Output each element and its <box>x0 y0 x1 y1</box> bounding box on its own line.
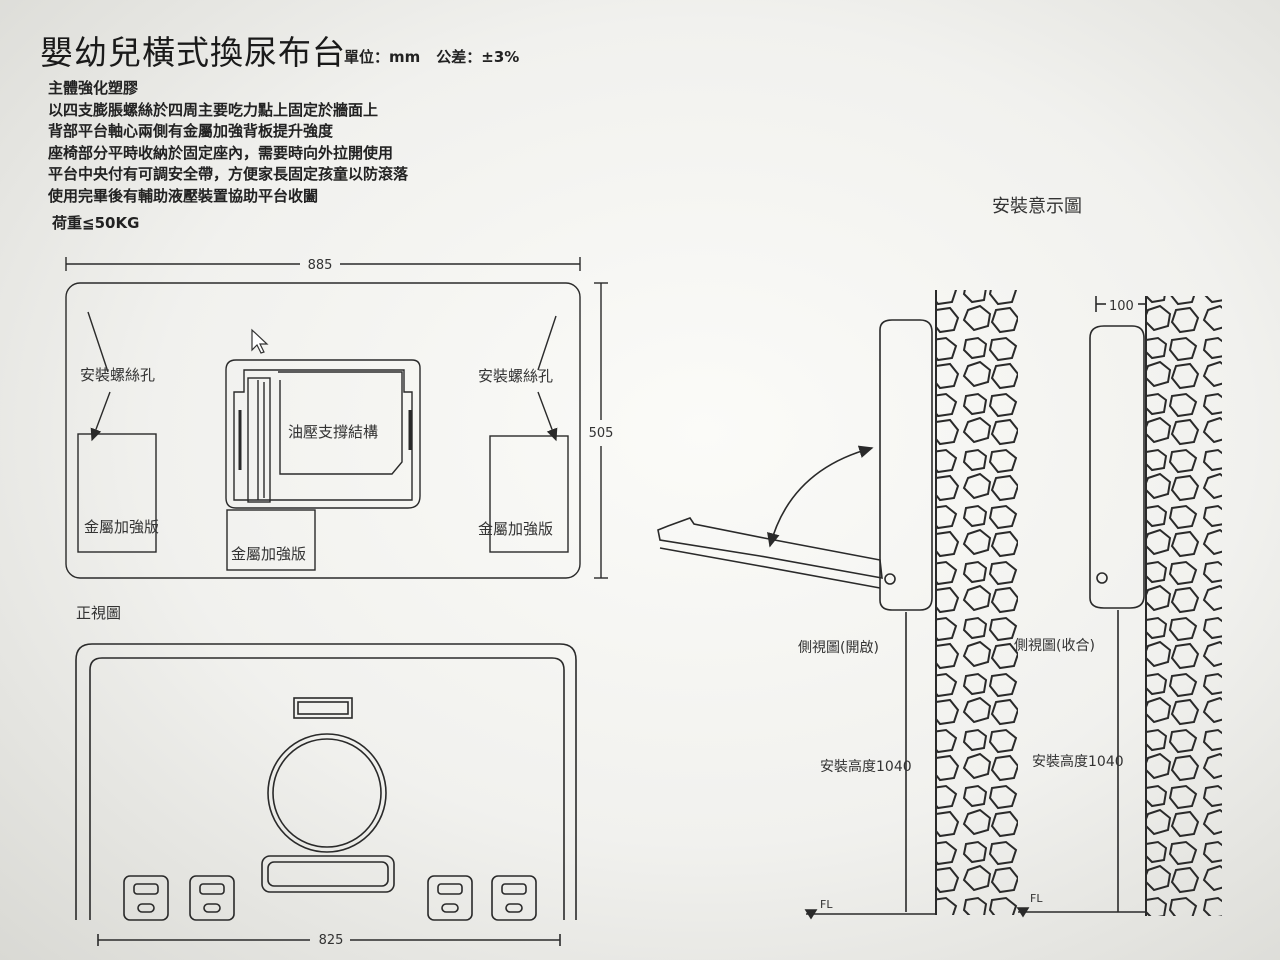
leader-line <box>90 391 111 442</box>
cabinet-body-open <box>879 319 933 611</box>
plate-label-left: 金屬加強版 <box>84 518 159 536</box>
wall-stone-texture-closed <box>1146 296 1222 916</box>
depth-dimension-100: 100 <box>1109 299 1134 314</box>
side-view-closed <box>1016 296 1222 918</box>
swing-arc-return <box>857 445 874 458</box>
front-outer-outline <box>75 643 577 920</box>
hydraulic-piston <box>247 377 271 503</box>
back-view-labels: 885 505 安裝螺絲孔 安裝螺絲孔 油壓支撐結構 金屬加強版 金屬加強版 金… <box>76 258 613 622</box>
hydraulic-inner <box>233 369 413 501</box>
front-view <box>75 643 577 946</box>
front-slot-inner <box>267 861 389 887</box>
spec-line: 平台中央付有可調安全帶，方便家長固定孩童以防滾落 <box>48 165 409 183</box>
leader-line <box>537 315 557 371</box>
front-slot <box>261 855 395 893</box>
width-dimension-885: 885 <box>308 258 333 273</box>
spec-line: 座椅部分平時收納於固定座內，需要時向外拉開使用 <box>48 143 394 162</box>
pivot-point <box>884 573 896 585</box>
spec-line: 使用完畢後有輔助液壓裝置協助平台收闔 <box>48 186 319 205</box>
metal-plate-right <box>489 435 569 553</box>
drawing-title: 嬰幼兒橫式換尿布台 <box>40 33 346 72</box>
hydraulic-housing <box>225 359 421 509</box>
floor-label-closed: FL <box>1030 892 1043 905</box>
platform-lower-edge <box>659 547 881 589</box>
pivot-point <box>1096 572 1108 584</box>
spec-line: 以四支膨脹螺絲於四周主要吃力點上固定於牆面上 <box>48 100 379 119</box>
buckle <box>427 875 473 921</box>
front-handle <box>293 697 353 719</box>
side-view-open <box>657 290 1018 920</box>
spec-list: 主體強化塑膠 以四支膨脹螺絲於四周主要吃力點上固定於牆面上 背部平台軸心兩側有金… <box>48 78 408 207</box>
platform-open <box>657 517 883 579</box>
floor-mark <box>804 909 818 920</box>
height-dimension-505: 505 <box>589 426 614 441</box>
tolerance-label: 公差：±3% <box>436 48 520 66</box>
floor-label-open: FL <box>820 898 833 911</box>
buckle <box>123 875 169 921</box>
mouse-cursor-icon <box>251 328 269 354</box>
front-inner-outline <box>89 657 565 920</box>
buckle <box>491 875 537 921</box>
load-rating: 荷重≦50KG <box>52 214 140 232</box>
install-labels: 安裝意示圖 100 側視圖(開啟) 側視圖(收合) 安裝高度1040 安裝高度1… <box>798 196 1134 911</box>
back-panel-outline <box>65 282 581 579</box>
side-view-open-label: 側視圖(開啟) <box>798 640 879 656</box>
unit-label: 單位：mm <box>344 48 421 66</box>
spec-line: 背部平台軸心兩側有金屬加強背板提升強度 <box>48 122 334 140</box>
leader-line <box>87 311 109 373</box>
front-view-label: 正視圖 <box>76 604 121 622</box>
metal-plate-left <box>77 433 157 553</box>
hydraulic-label: 油壓支撐結構 <box>288 423 378 441</box>
side-view-closed-label: 側視圖(收合) <box>1014 638 1095 654</box>
metal-plate-center <box>226 509 316 571</box>
floor-mark <box>1016 907 1030 918</box>
screw-hole-label-right: 安裝螺絲孔 <box>478 367 553 385</box>
wall-stone-texture-open <box>936 290 1018 915</box>
leader-line <box>537 391 558 442</box>
install-height-closed: 安裝高度1040 <box>1032 753 1124 770</box>
back-view <box>65 257 608 579</box>
install-title: 安裝意示圖 <box>992 196 1082 217</box>
hydraulic-bracket <box>278 371 403 475</box>
screw-hole-label-left: 安裝螺絲孔 <box>80 366 155 384</box>
buckle <box>189 875 235 921</box>
spec-material: 主體強化塑膠 <box>48 79 139 97</box>
front-circle-inner <box>272 738 382 848</box>
cabinet-body-closed <box>1089 325 1145 609</box>
swing-arc <box>767 447 873 548</box>
front-handle-inner <box>297 701 349 715</box>
units-line: 單位：mm 公差：±3% <box>344 46 535 67</box>
plate-label-right: 金屬加強版 <box>478 520 553 538</box>
front-width-dimension-825: 825 <box>319 933 344 948</box>
front-circle-recess <box>267 733 387 853</box>
plate-label-center: 金屬加強版 <box>231 545 306 563</box>
install-height-open: 安裝高度1040 <box>820 758 912 775</box>
